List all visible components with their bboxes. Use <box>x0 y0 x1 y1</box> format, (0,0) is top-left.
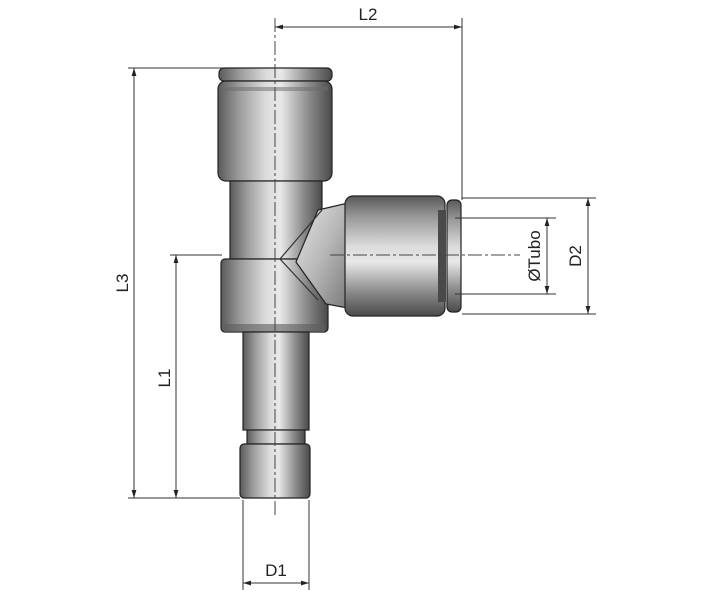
l2-label: L2 <box>359 5 378 24</box>
d2-label: D2 <box>566 245 585 267</box>
stem-groove <box>246 429 306 445</box>
branch-body <box>344 195 446 317</box>
l1-label: L1 <box>155 369 174 388</box>
branch-collet-ring <box>446 199 462 313</box>
tube-diameter-label: ØTubo <box>525 230 544 281</box>
fitting-body <box>217 67 462 499</box>
l3-label: L3 <box>113 274 132 293</box>
branch-groove <box>438 210 446 302</box>
stem <box>242 331 310 431</box>
d1-label: D1 <box>265 561 287 580</box>
branch-cone <box>295 202 349 309</box>
extension-lines <box>128 18 596 590</box>
